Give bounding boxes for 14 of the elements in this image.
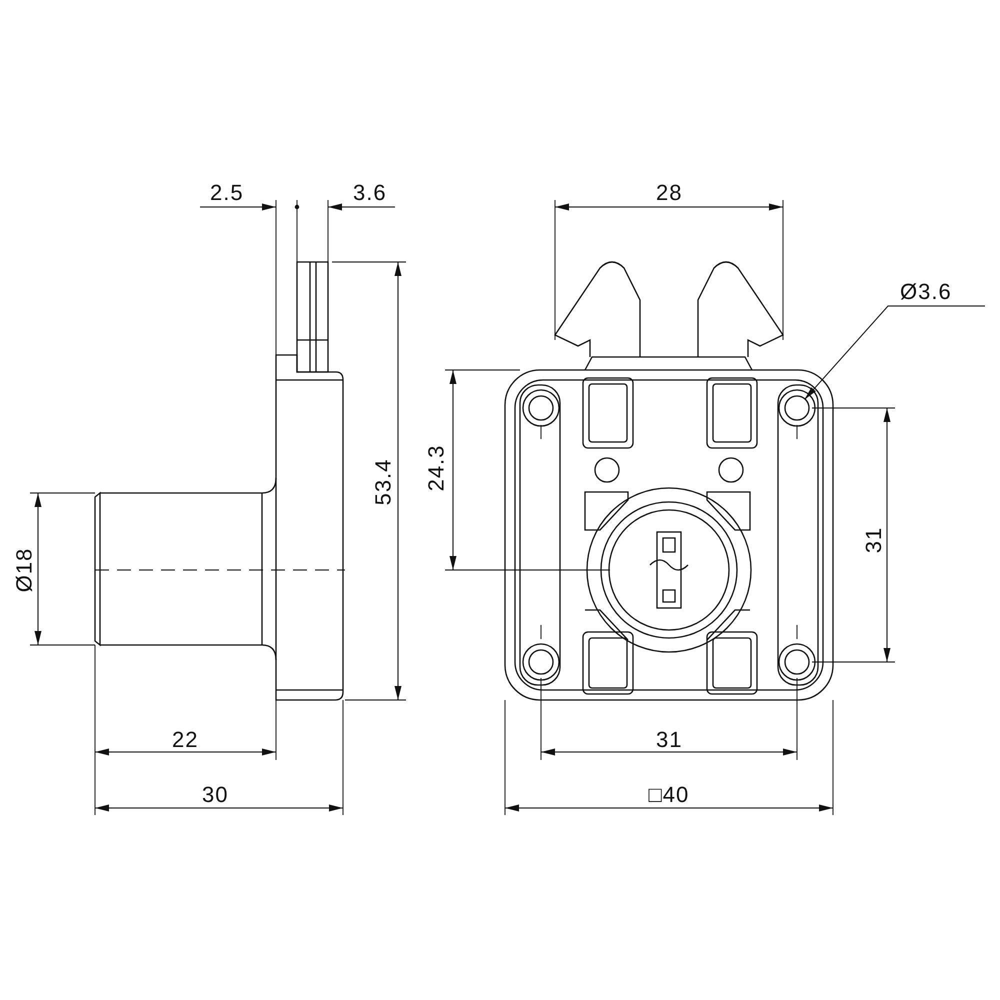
dimension-label: 28: [656, 182, 682, 204]
mounting-hole: [784, 395, 810, 421]
dimension-label: 30: [202, 784, 228, 806]
dimension-label: Ø18: [12, 548, 35, 592]
leader-line: [804, 306, 986, 400]
dimension-label: 31: [656, 729, 682, 751]
dimension-label: 31: [863, 526, 886, 554]
dimension-label: 53.4: [372, 458, 394, 506]
dimension-label: □40: [648, 784, 690, 806]
dimension-label: Ø3.6: [900, 281, 952, 303]
dimension-label: 22: [172, 729, 198, 751]
dimension-label: 24.3: [424, 444, 447, 492]
dimension-label: 3.6: [353, 182, 387, 204]
dimension-label: 2.5: [210, 182, 244, 204]
